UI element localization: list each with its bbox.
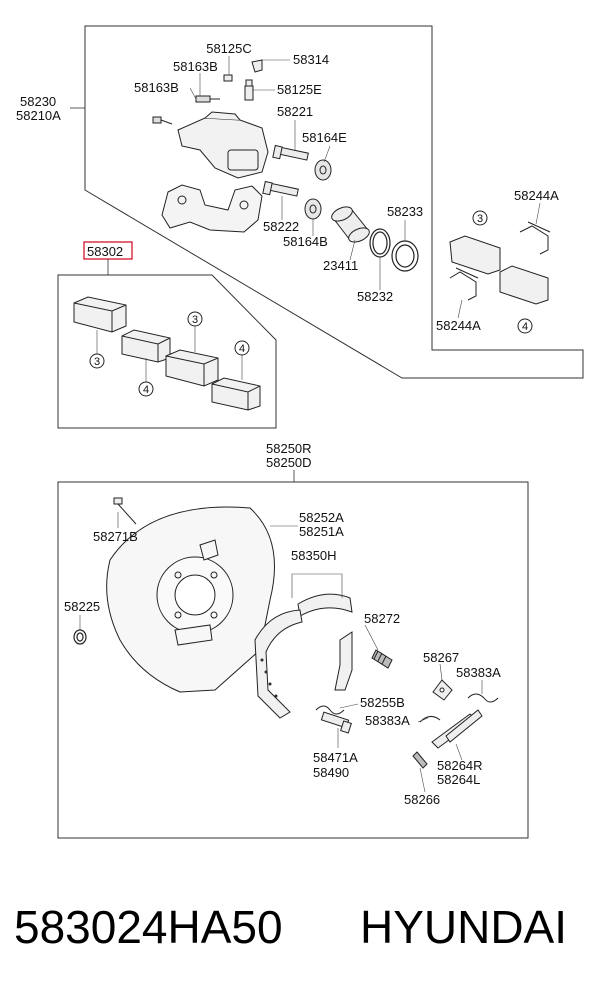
bleeder-cap <box>223 74 233 82</box>
label-58232: 58232 <box>357 289 393 304</box>
label-58255B: 58255B <box>360 695 405 710</box>
callout-4-pad-b: 4 <box>234 340 250 356</box>
label-58125C: 58125C <box>206 41 252 56</box>
piston-boot <box>391 240 419 272</box>
label-58383A-upper: 58383A <box>456 665 501 680</box>
hold-down-spring <box>412 751 428 769</box>
callout-4-pad-a: 4 <box>138 381 154 397</box>
brake-pad-1 <box>73 296 127 333</box>
callout-4-frame: 4 <box>517 318 533 334</box>
brand-name: HYUNDAI <box>360 901 568 953</box>
callout-3-pad-a: 3 <box>89 353 105 369</box>
caption-bar: 583024HA50 HYUNDAI <box>0 900 600 970</box>
guide-pin-boot-lower <box>304 198 322 220</box>
label-58221: 58221 <box>277 104 313 119</box>
piston-seal <box>369 228 391 258</box>
label-58266: 58266 <box>404 792 440 807</box>
callout-3-frame: 3 <box>472 210 488 226</box>
label-58383A-lower: 58383A <box>365 713 410 728</box>
leader-58350H-bracket <box>291 573 343 598</box>
backing-plate <box>106 506 275 693</box>
caliper-piston <box>331 206 370 243</box>
backing-plate-bolt <box>113 497 137 525</box>
parking-brake-shoe-upper <box>297 593 353 617</box>
brake-pad-4 <box>211 377 261 411</box>
label-58264R: 58264R <box>437 758 483 773</box>
leaders-parking <box>79 512 483 793</box>
label-58251A: 58251A <box>299 524 344 539</box>
label-58225: 58225 <box>64 599 100 614</box>
svg-text:3: 3 <box>477 213 483 225</box>
guide-pin-boot-upper <box>314 159 332 181</box>
adjuster-spring <box>371 649 393 669</box>
bleeder-clip <box>251 59 263 73</box>
label-58233: 58233 <box>387 204 423 219</box>
leaders-caliper <box>189 56 541 319</box>
label-58271B: 58271B <box>93 529 138 544</box>
brake-pad-2 <box>121 329 171 363</box>
guide-pin-lower <box>262 180 299 197</box>
parking-lever <box>431 709 483 749</box>
leaders-pads <box>96 326 243 382</box>
label-58272: 58272 <box>364 611 400 626</box>
label-23411: 23411 <box>323 258 358 273</box>
svg-text:4: 4 <box>522 321 528 333</box>
brake-parts-diagram: 3 4 58125C 58314 58163B 58163B 58125E 58… <box>16 25 584 839</box>
label-58222: 58222 <box>263 219 299 234</box>
label-58250R: 58250R <box>266 441 312 456</box>
return-spring-upper <box>467 693 499 703</box>
brake-pad-inner-frame <box>449 235 501 275</box>
adjuster-assembly <box>320 711 352 734</box>
label-58164B: 58164B <box>283 234 328 249</box>
label-58244A-bottom: 58244A <box>436 318 481 333</box>
caliper-assembly-frame <box>84 25 584 379</box>
label-58264L: 58264L <box>437 772 480 787</box>
caliper-bolt-upper <box>195 95 220 103</box>
svg-text:3: 3 <box>192 314 198 326</box>
pad-kit-frame <box>57 274 277 429</box>
label-58125E: 58125E <box>277 82 322 97</box>
parking-brake-frame <box>57 481 529 839</box>
svg-text:4: 4 <box>143 384 149 396</box>
label-58314: 58314 <box>293 52 329 67</box>
label-58164E: 58164E <box>302 130 347 145</box>
parking-brake-shoe-lower <box>334 631 353 691</box>
label-58252A: 58252A <box>299 510 344 525</box>
label-58163B-upper: 58163B <box>173 59 218 74</box>
label-58244A-top: 58244A <box>514 188 559 203</box>
return-spring-58255B <box>315 705 345 715</box>
guide-pin-upper <box>272 144 309 161</box>
caliper-body <box>177 111 269 179</box>
parking-brake-shoe-lining <box>254 609 303 719</box>
label-58490: 58490 <box>313 765 349 780</box>
brake-pad-3 <box>165 349 219 387</box>
return-spring-lower <box>419 716 441 723</box>
brake-pad-outer-frame <box>499 265 549 305</box>
label-58471A: 58471A <box>313 750 358 765</box>
label-58267: 58267 <box>423 650 459 665</box>
label-58350H: 58350H <box>291 548 337 563</box>
retainer-plate <box>432 679 453 701</box>
label-58210A: 58210A <box>16 108 61 123</box>
caliper-bracket <box>161 184 263 233</box>
label-58250D: 58250D <box>266 455 312 470</box>
caliper-bolt-lower <box>152 116 173 125</box>
pad-clip-top <box>519 221 551 255</box>
part-number: 583024HA50 <box>14 901 283 953</box>
label-58302: 58302 <box>87 244 123 259</box>
bleeder-screw <box>244 79 254 101</box>
svg-text:3: 3 <box>94 356 100 368</box>
label-58163B-lower: 58163B <box>134 80 179 95</box>
pad-clip-bottom <box>449 267 479 301</box>
backing-plate-washer <box>73 629 87 645</box>
label-58230: 58230 <box>20 94 56 109</box>
svg-text:4: 4 <box>239 343 245 355</box>
callout-3-pad-b: 3 <box>187 311 203 327</box>
